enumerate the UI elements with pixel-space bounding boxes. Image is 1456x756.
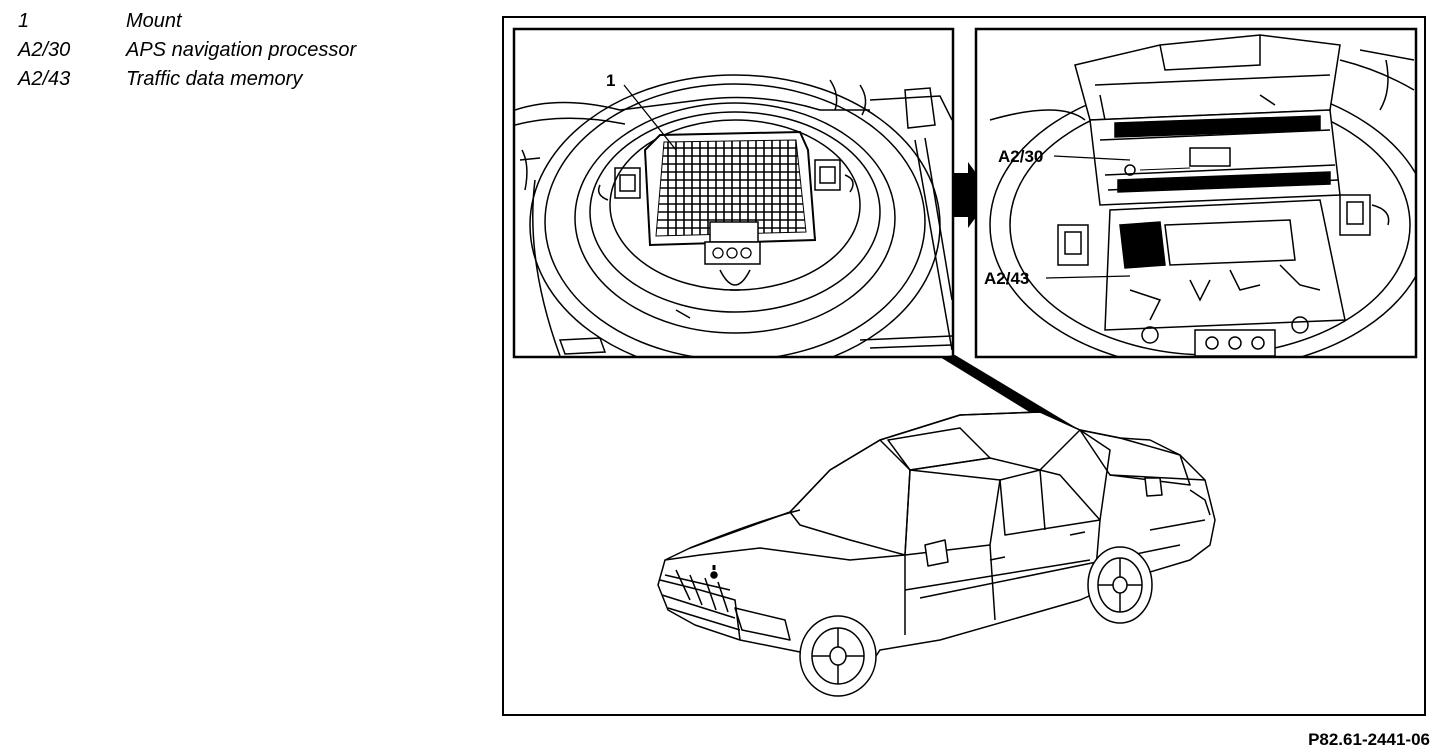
arrow-right-icon — [953, 162, 992, 228]
car-illustration — [657, 411, 1216, 697]
legend-code: A2/43 — [18, 68, 71, 90]
legend-description: APS navigation processor — [126, 39, 357, 61]
mount-plate — [643, 130, 817, 265]
illustration-frame — [502, 16, 1426, 716]
callout-label-mount: 1 — [606, 71, 615, 90]
legend-code: 1 — [18, 10, 30, 32]
figure-id: P82.61-2441-06 — [1308, 730, 1430, 749]
inset-mount-view: 1 — [512, 27, 955, 359]
inset-processor-view: A2/30 A2/43 — [974, 27, 1418, 359]
callout-label-processor: A2/30 — [998, 147, 1043, 166]
callout-label-memory: A2/43 — [984, 269, 1029, 288]
legend-description: Mount — [126, 10, 182, 32]
legend-code: A2/30 — [18, 39, 71, 61]
legend-description: Traffic data memory — [126, 68, 303, 90]
